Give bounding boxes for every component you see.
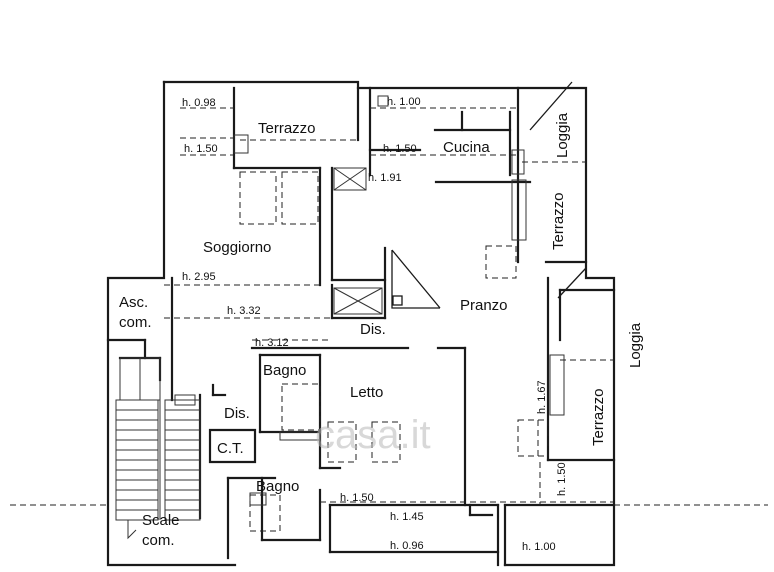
room-label-asc-line2: com.: [119, 314, 152, 331]
room-label-ct: C.T.: [217, 440, 244, 457]
height-labels: h. 0.98 h. 1.00 h. 1.50 h. 1.50 h. 1.91 …: [182, 96, 568, 553]
outer-walls: [106, 80, 616, 567]
room-label-scale-line1: Scale: [142, 512, 180, 529]
room-label-terrazzo-lower: Terrazzo: [590, 388, 607, 446]
height-label: h. 0.96: [390, 540, 424, 552]
room-label-scale-line2: com.: [142, 532, 175, 549]
room-label-cucina: Cucina: [443, 139, 490, 156]
room-label-dis-center: Dis.: [360, 321, 386, 338]
room-label-loggia-top: Loggia: [554, 112, 571, 158]
fixtures: [115, 81, 587, 540]
room-label-dis-left: Dis.: [224, 405, 250, 422]
height-label: h. 1.91: [368, 172, 402, 184]
room-label-pranzo: Pranzo: [460, 297, 508, 314]
height-label: h. 0.98: [182, 97, 216, 109]
height-label: h. 1.45: [390, 511, 424, 523]
room-label-bagno-lower: Bagno: [256, 478, 299, 495]
height-label: h. 1.50: [556, 462, 568, 496]
room-label-soggiorno: Soggiorno: [203, 239, 271, 256]
height-label: h. 1.50: [184, 143, 218, 155]
room-labels: Terrazzo Cucina Loggia Terrazzo Soggiorn…: [119, 112, 644, 549]
room-label-letto: Letto: [350, 384, 383, 401]
room-label-bagno-upper: Bagno: [263, 362, 306, 379]
height-label: h. 1.50: [383, 143, 417, 155]
height-label: h. 3.12: [255, 337, 289, 349]
height-label: h. 3.32: [227, 305, 261, 317]
room-label-asc-line1: Asc.: [119, 294, 148, 311]
height-lines: [10, 107, 768, 532]
height-label: h. 1.67: [536, 380, 548, 414]
room-label-terrazzo-top: Terrazzo: [258, 120, 316, 137]
stair-treads: [115, 399, 201, 540]
room-label-loggia-right: Loggia: [627, 322, 644, 368]
height-label: h. 2.95: [182, 271, 216, 283]
watermark-logo: casa.it: [315, 413, 431, 457]
height-label: h. 1.50: [340, 492, 374, 504]
height-label: h. 1.00: [387, 96, 421, 108]
room-label-terrazzo-right: Terrazzo: [550, 192, 567, 250]
height-label: h. 1.00: [522, 541, 556, 553]
